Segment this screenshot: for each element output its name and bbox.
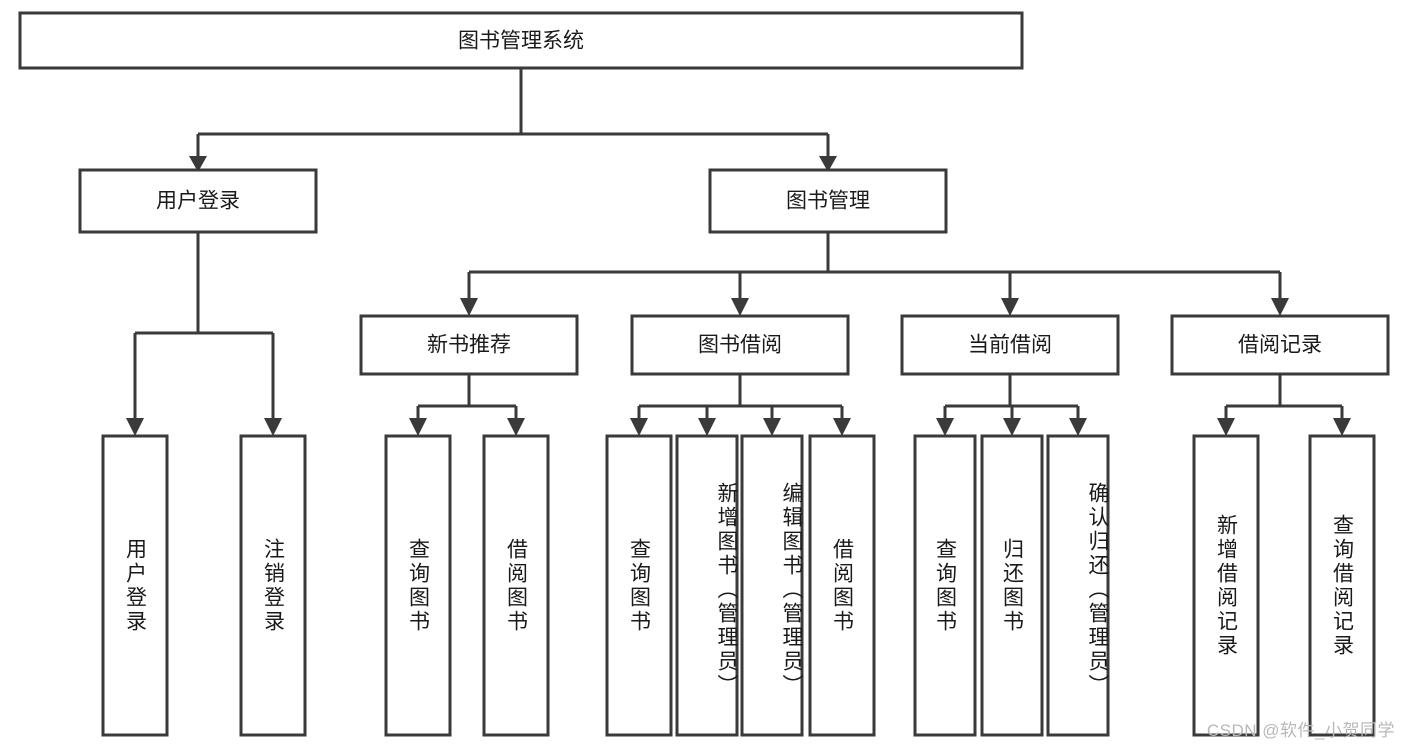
arrowhead-leaf-query-book-rec [409,418,427,436]
arrowhead-new-book-recommend [460,298,478,316]
csdn-watermark: CSDN @软件_小贺同学 [1206,721,1395,740]
leaf-borrow-book-rec-box[interactable] [482,434,550,737]
connector-root-bus [196,68,830,158]
arrowhead-leaf-user-login [126,418,144,436]
node-new-book-recommend[interactable]: 新书推荐 [359,314,579,376]
leaf-borrow-book-box[interactable] [808,434,876,737]
arrowhead-book-manage [819,156,837,172]
node-book-borrow[interactable]: 图书借阅 [630,314,850,376]
connector-bookborrow-bus [637,374,844,420]
arrowhead-leaf-add-book [698,418,716,436]
leaf-query-book-cur-box[interactable] [913,434,977,737]
node-user-login-label: 用户登录 [156,190,240,213]
arrowhead-leaf-query-book-cur [936,418,954,436]
arrowhead-borrow-record [1271,298,1289,316]
leaf-logout-box[interactable] [239,434,307,737]
arrowhead-current-borrow [1001,298,1019,316]
node-book-manage[interactable]: 图书管理 [708,168,948,234]
arrowhead-leaf-add-record [1217,418,1235,436]
leaf-query-record-box[interactable] [1308,434,1376,737]
node-book-manage-box[interactable] [708,168,948,234]
node-user-login[interactable]: 用户登录 [78,168,318,234]
leaf-return-book-box[interactable] [980,434,1044,737]
leaf-boxes-group [101,434,1376,737]
node-borrow-record-box[interactable] [1170,314,1390,376]
node-new-book-recommend-label: 新书推荐 [427,334,511,357]
node-current-borrow-box[interactable] [900,314,1120,376]
leaf-add-book-box[interactable] [675,434,739,737]
leaf-query-book-rec-box[interactable] [384,434,452,737]
node-book-borrow-box[interactable] [630,314,850,376]
node-borrow-record[interactable]: 借阅记录 [1170,314,1390,376]
arrowhead-leaf-logout [264,418,282,436]
node-current-borrow-label: 当前借阅 [968,334,1052,357]
arrowhead-leaf-query-record [1333,418,1351,436]
node-book-borrow-label: 图书借阅 [698,334,782,357]
node-user-login-box[interactable] [78,168,318,234]
node-new-book-recommend-box[interactable] [359,314,579,376]
leaf-confirm-return-box[interactable] [1046,434,1110,737]
arrowhead-book-borrow [731,298,749,316]
leaf-query-book-borrow-box[interactable] [605,434,673,737]
arrowhead-user-login [189,156,207,172]
arrowhead-leaf-edit-book [763,418,781,436]
node-borrow-record-label: 借阅记录 [1238,334,1322,357]
arrowhead-leaf-confirm-return [1069,418,1087,436]
arrowhead-leaf-borrow-book-rec [507,418,525,436]
connector-bookmanage-bus [467,232,1282,300]
node-book-manage-label: 图书管理 [786,190,870,213]
node-root[interactable]: 图书管理系统 [18,11,1024,70]
connector-currentborrow-bus [943,374,1080,420]
leaf-add-record-box[interactable] [1192,434,1260,737]
leaf-edit-book-box[interactable] [740,434,804,737]
arrowhead-leaf-return-book [1003,418,1021,436]
connector-newbook-bus [416,374,518,420]
node-root-box[interactable] [18,11,1024,70]
connector-userlogin-bus [133,232,275,420]
arrowhead-leaf-borrow-book [833,418,851,436]
leaf-user-login-box[interactable] [101,434,169,737]
connector-borrowrecord-bus [1224,374,1344,420]
node-root-label: 图书管理系统 [458,30,584,53]
node-current-borrow[interactable]: 当前借阅 [900,314,1120,376]
arrowhead-leaf-query-book-borrow [630,418,648,436]
connectors-group [126,68,1351,436]
